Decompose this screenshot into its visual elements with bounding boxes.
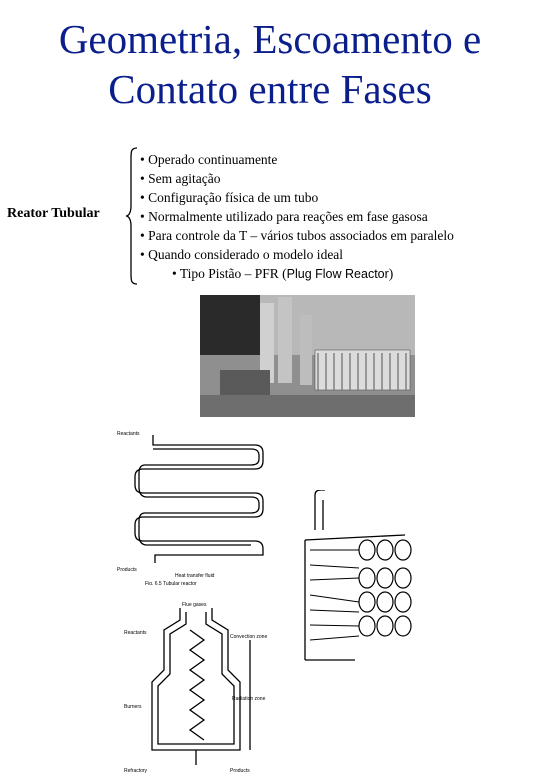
bullet-item: • Para controle da T – vários tubos asso… (140, 228, 454, 243)
tube-bundle-drawing (304, 490, 412, 661)
svg-text:Reactants: Reactants (117, 431, 140, 437)
svg-text:Products: Products (117, 567, 137, 573)
bullet-item: • Normalmente utilizado para reações em … (140, 209, 428, 224)
svg-text:Refractory: Refractory (124, 768, 148, 774)
svg-text:Burners: Burners (124, 704, 142, 710)
svg-text:Heat transfer fluid: Heat transfer fluid (175, 573, 215, 579)
industrial-plant-photo (200, 295, 415, 417)
title-line-2: Contato entre Fases (108, 66, 432, 112)
sub-bullet-item: • Tipo Pistão – PFR (Plug Flow Reactor) (140, 264, 454, 284)
svg-text:Flue gases: Flue gases (182, 602, 207, 608)
svg-text:Fig. 6.5 Tubular reactor: Fig. 6.5 Tubular reactor (145, 581, 197, 585)
svg-text:Products: Products (230, 768, 250, 774)
serpentine-tube-reactor-diagram: Reactants Products Heat transfer fluid F… (117, 431, 264, 585)
sub-bullet-expansion: Plug Flow Reactor (286, 267, 389, 281)
bullet-item: • Operado continuamente (140, 152, 278, 167)
bullet-list: • Operado continuamente • Sem agitação •… (140, 150, 454, 284)
bullet-item: • Quando considerado o modelo ideal (140, 247, 344, 262)
slide-title: Geometria, Escoamento e Contato entre Fa… (0, 14, 540, 114)
svg-text:Convection zone: Convection zone (230, 634, 267, 640)
fired-heater-diagram: Flue gases Reactants Convection zone Rad… (124, 602, 267, 774)
sub-bullet-suffix: ) (388, 266, 394, 281)
sub-bullet-prefix: • Tipo Pistão – PFR ( (172, 266, 287, 281)
svg-text:Reactants: Reactants (124, 630, 147, 636)
svg-text:Radiation zone: Radiation zone (232, 696, 266, 702)
curly-brace (125, 147, 138, 285)
title-line-1: Geometria, Escoamento e (58, 16, 482, 62)
bullet-item: • Configuração física de um tubo (140, 190, 319, 205)
bullet-item: • Sem agitação (140, 171, 221, 186)
reactor-label: Reator Tubular (7, 206, 100, 221)
